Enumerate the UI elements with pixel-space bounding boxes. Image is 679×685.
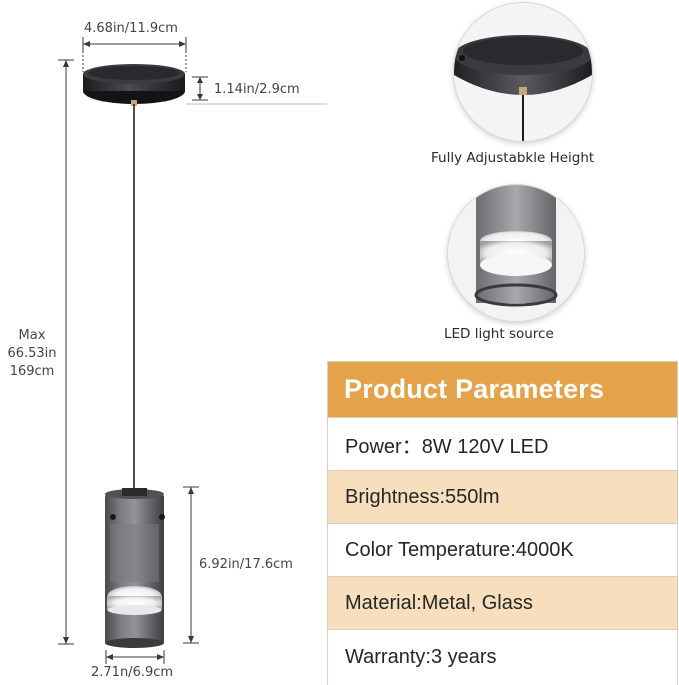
parameter-color-temperature-text: Color Temperature:4000K [345,538,574,561]
parameter-row-warranty: Warranty:3 years [328,629,677,685]
parameter-row-material: Material:Metal, Glass [328,576,677,629]
parameter-brightness-text: Brightness:550lm [345,485,500,508]
parameters-header: Product Parameters [328,362,677,417]
canopy-closeup-graphic [454,3,592,141]
parameter-warranty-text: Warranty:3 years [345,646,497,668]
parameter-row-color-temperature: Color Temperature:4000K [328,523,677,576]
max-height-line-1: Max [18,328,46,343]
parameter-row-brightness: Brightness:550lm [328,470,677,523]
max-height-line-3: 169cm [9,364,55,379]
led-light-source-caption: LED light source [444,326,554,342]
adjustable-height-detail-image [453,2,593,142]
max-height-label: Max 66.53in 169cm [1,327,63,381]
parameter-row-power: Power：8W 120V LED [328,417,677,470]
parameter-power-text: Power：8W 120V LED [345,435,549,458]
led-light-source-detail-image [447,184,585,322]
canopy [83,64,185,106]
canopy-height-label: 1.14in/2.9cm [214,82,300,97]
parameters-title: Product Parameters [344,374,605,404]
parameter-material-text: Material:Metal, Glass [345,591,533,614]
dimension-lines [58,37,327,664]
shade-width-label: 2.71n/6.9cm [91,665,174,680]
product-parameters-table: Product Parameters Power：8W 120V LED Bri… [327,361,678,685]
glass-shade [105,488,165,648]
pendant-light-drawing [58,37,327,664]
canopy-width-label: 4.68in/11.9cm [84,21,178,36]
max-height-line-2: 66.53in [7,346,57,361]
shade-height-label: 6.92in/17.6cm [199,557,293,572]
adjustable-height-caption: Fully Adjustabkle Height [431,150,595,166]
led-closeup-graphic [448,185,584,321]
